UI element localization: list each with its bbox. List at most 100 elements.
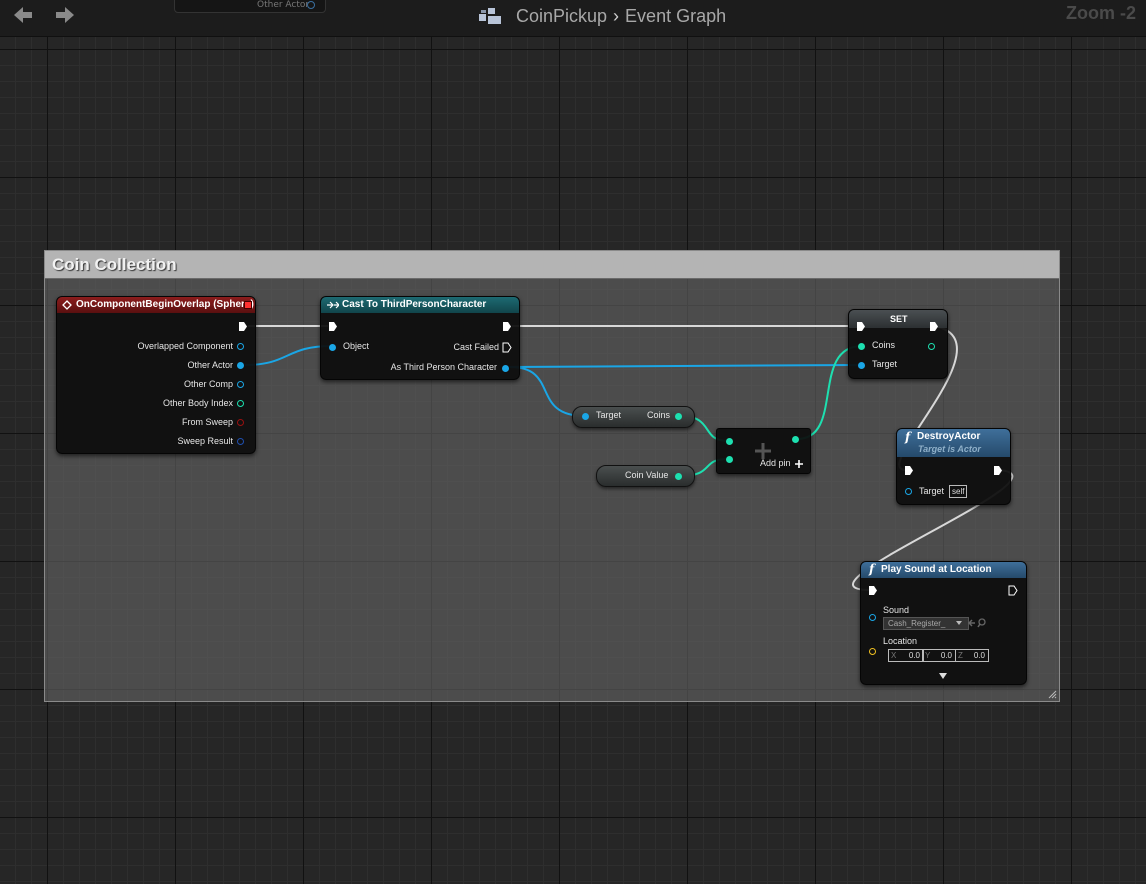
destroy-actor-node[interactable]: f DestroyActor Target is Actor Target se… (896, 428, 1011, 505)
dropdown-arrow-icon (956, 621, 962, 625)
cast-exec-in-pin[interactable] (328, 321, 338, 332)
destroy-exec-in-pin[interactable] (904, 465, 914, 476)
browse-asset-icon[interactable] (977, 618, 987, 628)
event-overlap-title: OnComponentBeginOverlap (Sphere) (76, 299, 254, 310)
play-sound-node[interactable]: f Play Sound at Location Sound Cash_Regi… (860, 561, 1027, 685)
coins-getter-target-pin[interactable] (582, 413, 589, 420)
add-input-a-pin[interactable] (726, 438, 733, 445)
as-third-person-pin[interactable] (502, 365, 509, 372)
location-y-label: Y (925, 651, 931, 660)
forward-button[interactable] (52, 4, 78, 26)
plus-operator-icon (755, 443, 771, 459)
other-body-index-pin[interactable] (237, 400, 244, 407)
set-exec-in-pin[interactable] (856, 321, 866, 332)
location-x-value: 0.0 (908, 651, 920, 660)
cast-header: Cast To ThirdPersonCharacter (321, 297, 519, 313)
set-exec-out-pin[interactable] (929, 321, 939, 332)
graph-title-bar: Other Actor CoinPickup › Event Graph Zoo… (0, 0, 1146, 37)
cast-failed-label: Cast Failed (453, 342, 499, 352)
pin-label-other-body-index: Other Body Index (162, 398, 233, 408)
overlapped-component-pin[interactable] (237, 343, 244, 350)
coins-getter-output-pin[interactable] (675, 413, 682, 420)
pin-label-from-sweep: From Sweep (181, 417, 233, 427)
cast-exec-out-pin[interactable] (502, 321, 512, 332)
exec-out-pin[interactable] (238, 321, 248, 332)
event-overlap-node[interactable]: OnComponentBeginOverlap (Sphere) Overlap… (56, 296, 256, 454)
sound-label: Sound (883, 605, 910, 615)
delegate-pin-icon[interactable] (244, 301, 252, 309)
set-coins-node[interactable]: SET Coins Target (848, 309, 948, 379)
location-y-value: 0.0 (940, 651, 952, 660)
as-third-person-label: As Third Person Character (390, 362, 497, 372)
other-comp-pin[interactable] (237, 381, 244, 388)
forward-arrow-icon (56, 7, 74, 23)
set-coins-label: Coins (872, 340, 896, 350)
cast-failed-pin[interactable] (502, 342, 512, 353)
set-coins-input-pin[interactable] (858, 343, 865, 350)
back-button[interactable] (10, 4, 36, 26)
cast-object-pin[interactable] (329, 344, 336, 351)
blueprint-icon (479, 8, 501, 24)
destroy-target-pin[interactable] (905, 488, 912, 495)
cast-node[interactable]: Cast To ThirdPersonCharacter Object Cast… (320, 296, 520, 380)
cast-icon (327, 301, 339, 309)
pin-label-overlapped-component: Overlapped Component (137, 341, 233, 351)
coin-value-node[interactable]: Coin Value (596, 465, 695, 487)
add-output-pin[interactable] (792, 436, 799, 443)
location-y-field[interactable]: Y 0.0 (922, 649, 956, 662)
back-arrow-icon (14, 7, 32, 23)
add-node[interactable]: Add pin (716, 428, 811, 474)
set-target-label: Target (872, 359, 898, 369)
add-pin-icon[interactable] (795, 460, 803, 468)
set-title: SET (890, 314, 908, 324)
comment-title: Coin Collection (52, 255, 177, 274)
sound-pin[interactable] (869, 614, 876, 621)
function-icon: f (905, 430, 911, 444)
location-z-label: Z (958, 651, 963, 660)
other-actor-pin[interactable] (237, 362, 244, 369)
offscreen-pin (307, 1, 315, 9)
location-x-label: X (891, 651, 897, 660)
coin-value-output-pin[interactable] (675, 473, 682, 480)
destroy-actor-title: DestroyActor (917, 431, 981, 442)
resize-grip-icon[interactable] (1048, 690, 1057, 699)
coin-value-label: Coin Value (625, 470, 669, 480)
breadcrumb: CoinPickup › Event Graph (478, 4, 726, 28)
play-sound-header: f Play Sound at Location (861, 562, 1026, 578)
offscreen-node-fragment[interactable]: Other Actor (174, 0, 326, 13)
add-pin-label[interactable]: Add pin (760, 458, 791, 468)
breadcrumb-graph[interactable]: Event Graph (625, 5, 727, 26)
set-header: SET (849, 310, 947, 328)
use-selected-asset-icon[interactable] (968, 619, 976, 627)
comment-title-bar[interactable]: Coin Collection (45, 251, 1059, 279)
coins-getter-node[interactable]: Target Coins (572, 406, 695, 428)
function-icon: f (869, 562, 875, 576)
add-input-b-pin[interactable] (726, 456, 733, 463)
destroy-actor-subtitle: Target is Actor (918, 444, 981, 454)
destroy-target-self-field[interactable]: self (949, 485, 968, 498)
location-pin[interactable] (869, 648, 876, 655)
event-overlap-header: OnComponentBeginOverlap (Sphere) (57, 297, 255, 313)
offscreen-pin-label: Other Actor (257, 0, 310, 10)
play-sound-exec-out-pin[interactable] (1008, 585, 1018, 596)
sweep-result-pin[interactable] (237, 438, 244, 445)
set-coins-output-pin[interactable] (928, 343, 935, 350)
event-diamond-icon (62, 300, 72, 310)
location-x-field[interactable]: X 0.0 (888, 649, 924, 662)
play-sound-exec-in-pin[interactable] (868, 585, 878, 596)
destroy-target-label: Target (919, 486, 945, 496)
cast-title: Cast To ThirdPersonCharacter (342, 299, 487, 310)
location-z-field[interactable]: Z 0.0 (955, 649, 989, 662)
expand-arrow-icon[interactable] (938, 672, 948, 680)
cast-object-label: Object (343, 341, 370, 351)
destroy-actor-header: f DestroyActor Target is Actor (897, 429, 1010, 457)
pin-label-other-comp: Other Comp (183, 379, 233, 389)
pin-label-other-actor: Other Actor (187, 360, 233, 370)
from-sweep-pin[interactable] (237, 419, 244, 426)
destroy-exec-out-pin[interactable] (993, 465, 1003, 476)
play-sound-title: Play Sound at Location (881, 564, 992, 575)
breadcrumb-blueprint[interactable]: CoinPickup (516, 5, 608, 26)
zoom-level: Zoom -2 (1066, 3, 1136, 23)
set-target-pin[interactable] (858, 362, 865, 369)
location-label: Location (883, 636, 918, 646)
